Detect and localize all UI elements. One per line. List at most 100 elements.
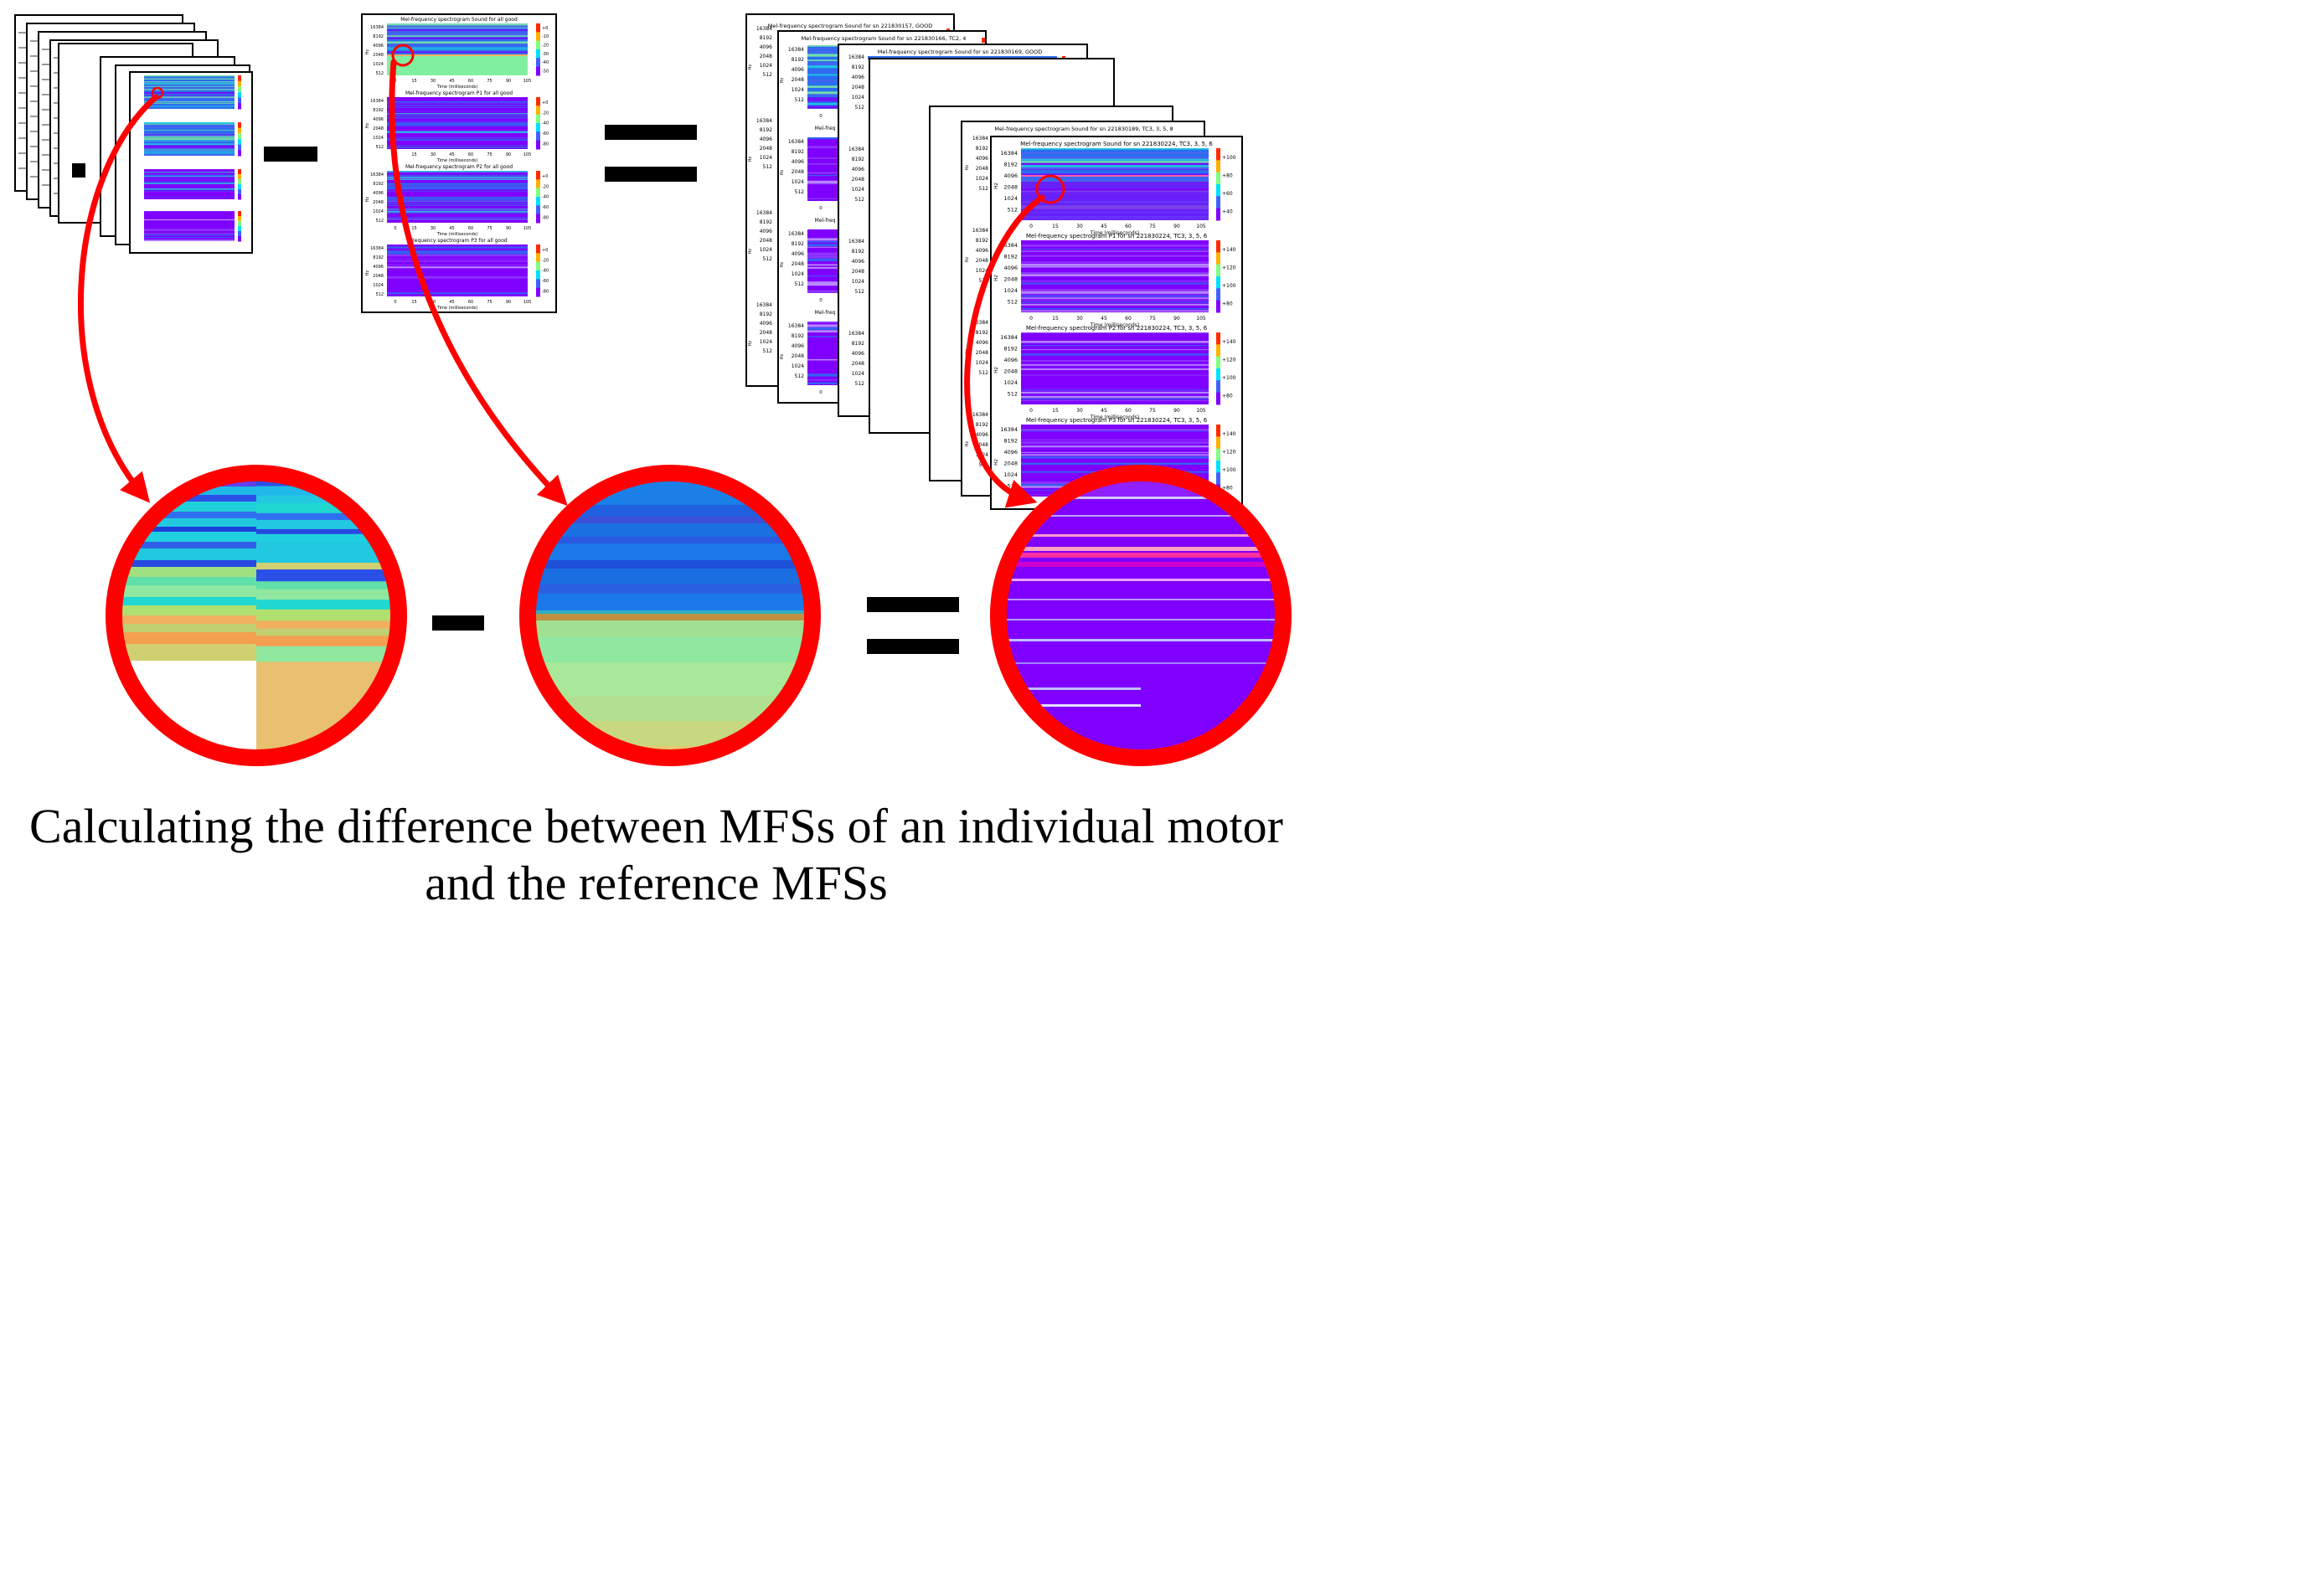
y-tick-label: 16384 [848, 331, 864, 337]
x-tick-label: 75 [487, 152, 492, 157]
y-tick-label: 2048 [1003, 368, 1018, 375]
y-tick-label: 1024 [976, 360, 988, 366]
y-tick-label: 16384 [848, 239, 864, 245]
spectrogram-image [144, 169, 235, 199]
x-tick-label: 75 [487, 226, 492, 231]
y-tick-label: 4096 [373, 265, 384, 270]
y-tick-label: 1024 [792, 179, 804, 185]
colorbar-tick-label: -20 [542, 111, 549, 116]
stripe [114, 615, 256, 624]
y-tick-label: 2048 [852, 177, 864, 183]
stripe [528, 505, 812, 517]
colorbar-tick-label: -40 [542, 121, 549, 126]
y-tick-label: 512 [763, 348, 773, 354]
x-tick-label: 0 [1029, 408, 1033, 414]
y-tick-label: 2048 [976, 350, 988, 356]
y-tick-label: 512 [979, 186, 989, 192]
panel-title: Mel-frequency spectrogram P3 for sn 2218… [1026, 417, 1208, 424]
y-tick-label: 1024 [1003, 287, 1018, 294]
x-tick-label: 60 [1125, 224, 1132, 229]
x-tick-label: 75 [1149, 316, 1156, 322]
tick-mark [30, 146, 40, 147]
colorbar-tick-label: +80 [1222, 393, 1233, 399]
stripe [528, 662, 812, 696]
y-tick-label: 8192 [373, 108, 384, 113]
y-tick-label: 16384 [972, 228, 988, 234]
y-tick-label: 2048 [373, 53, 384, 58]
y-axis-label: Hz [993, 275, 999, 281]
x-tick-label: 45 [1101, 224, 1107, 229]
colorbar-tick-label: +120 [1222, 357, 1236, 363]
panel-title: frequency spectrogram P3 for all good [410, 238, 508, 244]
y-tick-label: 4096 [1003, 449, 1018, 456]
y-tick-label: 1024 [760, 339, 772, 345]
panel-title-partial: Mel-freq [815, 218, 836, 224]
x-axis-label: Time (milliseconds) [1090, 230, 1139, 236]
tick-mark [30, 116, 40, 117]
y-tick-label: 4096 [1003, 357, 1018, 363]
y-tick-label: 2048 [760, 146, 772, 152]
tick-mark [18, 137, 28, 139]
y-tick-label: 16384 [370, 25, 384, 30]
y-tick-label: 16384 [756, 302, 772, 308]
x-tick-label: 30 [431, 226, 436, 231]
x-axis-label: Time (milliseconds) [436, 306, 478, 311]
x-tick-label: 90 [1173, 316, 1180, 322]
panel-title: Mel-frequency spectrogram P1 for sn 2218… [1026, 233, 1208, 239]
x-tick-label: 90 [1173, 408, 1180, 414]
y-tick-label: 512 [795, 373, 805, 379]
y-tick-label: 4096 [852, 75, 864, 80]
y-tick-label: 2048 [976, 258, 988, 264]
y-tick-label: 512 [375, 292, 384, 297]
stripe [256, 581, 399, 590]
colorbar-tick-label: -80 [542, 289, 549, 294]
colorbar-tick-label: +140 [1222, 339, 1236, 345]
y-tick-label: 2048 [760, 238, 772, 244]
y-tick-label: 512 [795, 189, 805, 195]
y-tick-label: 4096 [852, 259, 864, 265]
y-tick-label: 8192 [792, 333, 804, 339]
y-tick-label: 16384 [370, 172, 384, 178]
stripe [998, 534, 1283, 537]
x-tick-label: 60 [468, 152, 473, 157]
zoom-circle-reference [519, 465, 821, 766]
spectrogram-image [144, 75, 235, 110]
y-tick-label: 1024 [852, 95, 864, 100]
stripe [528, 569, 812, 584]
colorbar-tick-label: -40 [542, 269, 549, 274]
arrow-reference-to-zoom [389, 59, 568, 507]
tick-mark [18, 167, 28, 169]
y-axis-label: Hz [993, 367, 999, 373]
orange-line [528, 614, 812, 620]
x-tick-label: 90 [506, 152, 511, 157]
colorbar-stub [982, 38, 985, 43]
stripe [998, 579, 1283, 581]
colorbar-tick-label: -40 [542, 195, 549, 200]
y-tick-label: 2048 [792, 77, 804, 83]
zoom-ring [519, 465, 821, 766]
y-tick-label: 1024 [852, 279, 864, 285]
y-tick-label: 16384 [972, 136, 988, 142]
stripe [256, 620, 399, 630]
colorbar-tick-label: +80 [1222, 172, 1233, 178]
x-tick-label: 30 [431, 152, 436, 157]
y-tick-label: 1024 [760, 155, 772, 161]
y-tick-label: 4096 [976, 432, 988, 438]
colorbar [238, 75, 241, 110]
y-axis-label: Hz [365, 196, 370, 202]
y-tick-label: 1024 [373, 283, 384, 288]
x-axis-label: Time (milliseconds) [1090, 414, 1139, 420]
y-tick-label: 8192 [976, 238, 988, 244]
stripe [528, 517, 812, 523]
caption-line-1: Calculating the difference between MFSs … [29, 799, 1283, 853]
y-tick-label: 2048 [792, 353, 804, 359]
tick-mark [42, 154, 52, 156]
x-tick-label: 105 [523, 300, 532, 305]
y-tick-label: 1024 [373, 209, 384, 214]
colorbar-tick-label: +120 [1222, 265, 1236, 270]
x-tick-label: 60 [1125, 408, 1132, 414]
y-tick-label: 1024 [760, 247, 772, 253]
spectrogram-image [387, 97, 528, 149]
y-tick-label: 1024 [792, 271, 804, 277]
y-tick-label: 1024 [792, 87, 804, 93]
